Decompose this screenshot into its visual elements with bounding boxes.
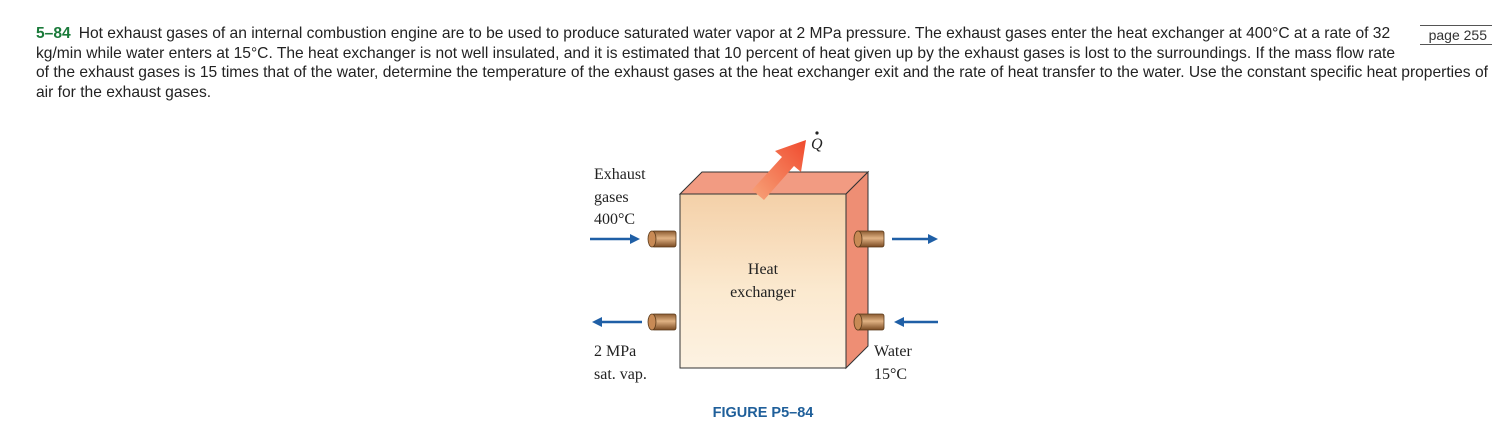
q-dot-mark [815,131,819,135]
steam-outlet-arrow [592,317,642,327]
exhaust-inlet-arrow [590,234,640,244]
water-inlet-temp: 15°C [874,366,907,383]
exhaust-outlet-arrow [892,234,938,244]
exhaust-outlet-pipe [853,230,885,248]
water-inlet-pipe [853,313,885,331]
exhaust-label-line2: gases [594,189,629,206]
box-front-face [679,193,847,369]
water-inlet-arrow [894,317,938,327]
box-side-face [845,170,869,370]
heat-loss-arrow [752,140,806,200]
hx-label-line2: exchanger [730,284,796,301]
steam-label-line2: sat. vap. [594,366,647,383]
steam-label-line1: 2 MPa [594,343,636,360]
q-dot-symbol: Q [811,136,823,153]
exhaust-inlet-temp: 400°C [594,211,635,228]
problem-number: 5–84 [36,25,71,42]
figure-caption: FIGURE P5–84 [712,405,814,421]
problem-text: Hot exhaust gases of an internal combust… [36,25,1488,101]
hx-label-line1: Heat [748,261,779,278]
water-label-line1: Water [874,343,912,360]
heat-exchanger-figure: Q Exhaust gases 400°C Heat exchanger 2 M… [580,128,960,398]
heat-exchanger-diagram: Q Exhaust gases 400°C Heat exchanger 2 M… [590,131,938,383]
page-reference: page 255 [1419,25,1492,45]
exhaust-inlet-pipe [647,230,677,248]
steam-outlet-pipe [647,313,677,331]
exhaust-label-line1: Exhaust [594,166,646,183]
